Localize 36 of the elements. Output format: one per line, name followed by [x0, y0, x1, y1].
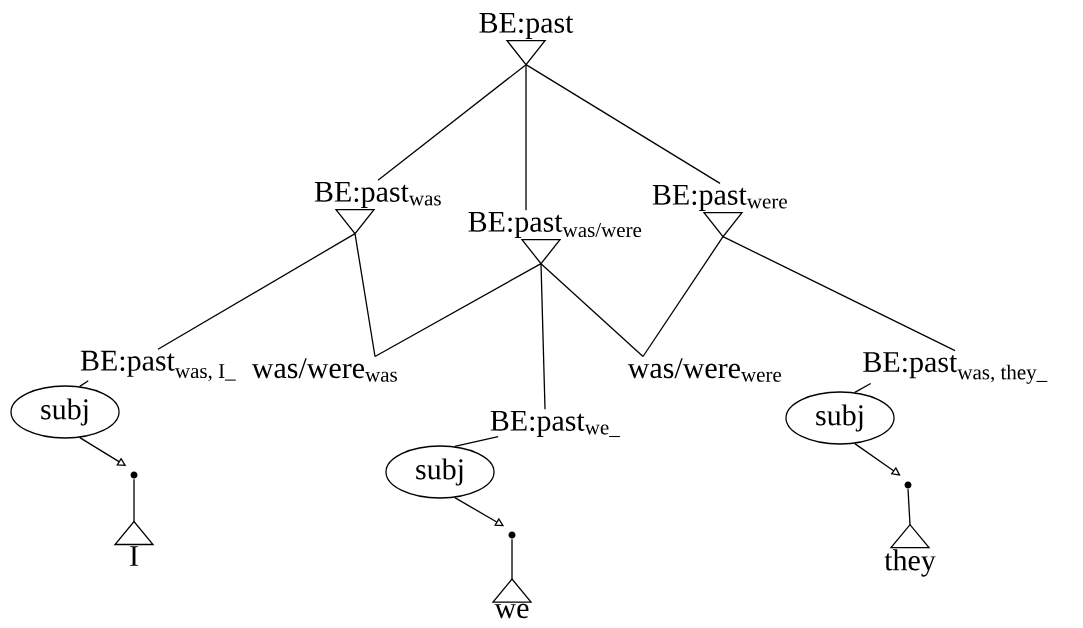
label-with-triangle: BE:past$_{were}$ [652, 184, 787, 238]
label-with-triangle: BE:past$_{was}$ [314, 181, 441, 235]
node-label: we [494, 603, 529, 619]
branch-line [540, 263, 644, 358]
branch-line [133, 478, 135, 523]
branch-line [525, 64, 527, 211]
branch-line [374, 263, 542, 358]
node-label: BE:past [479, 12, 574, 40]
branch-line [377, 64, 527, 181]
ellipse-node: subj [385, 445, 495, 499]
text-label: $\text{BE:past}_{\text{was, I\_}}$ [80, 350, 236, 382]
branch-line [157, 233, 356, 350]
node-label: BE:past$_{was/were}$ [468, 211, 642, 239]
branch-line [79, 380, 89, 387]
branch-line [354, 233, 376, 358]
text-label: was/were$_{was}$ [251, 358, 397, 382]
node-label: they [884, 549, 936, 577]
branch-line [540, 263, 546, 410]
ellipse-node: subj [10, 385, 120, 439]
text-label: $\text{BE:past}_{\text{was, they\_}}$ [863, 352, 1048, 384]
branch-line [907, 488, 911, 526]
label-with-triangle: BE:past$_{was/were}$ [468, 211, 642, 265]
branch-line [454, 436, 499, 447]
branch-line [525, 64, 721, 184]
branch-line [511, 538, 513, 580]
label-with-triangle: BE:past [479, 12, 574, 66]
node-label: BE:past$_{were}$ [652, 184, 787, 212]
branch-line [854, 382, 872, 393]
branch-line [722, 236, 956, 352]
node-label: BE:past$_{was}$ [314, 181, 441, 209]
text-label: BE:past$_{we_}$ [490, 410, 620, 438]
node-label: I [130, 546, 138, 566]
text-label: was/were$_{were}$ [627, 358, 782, 382]
arrow [854, 443, 901, 476]
ellipse-node: subj [785, 391, 895, 445]
branch-line [642, 236, 724, 358]
